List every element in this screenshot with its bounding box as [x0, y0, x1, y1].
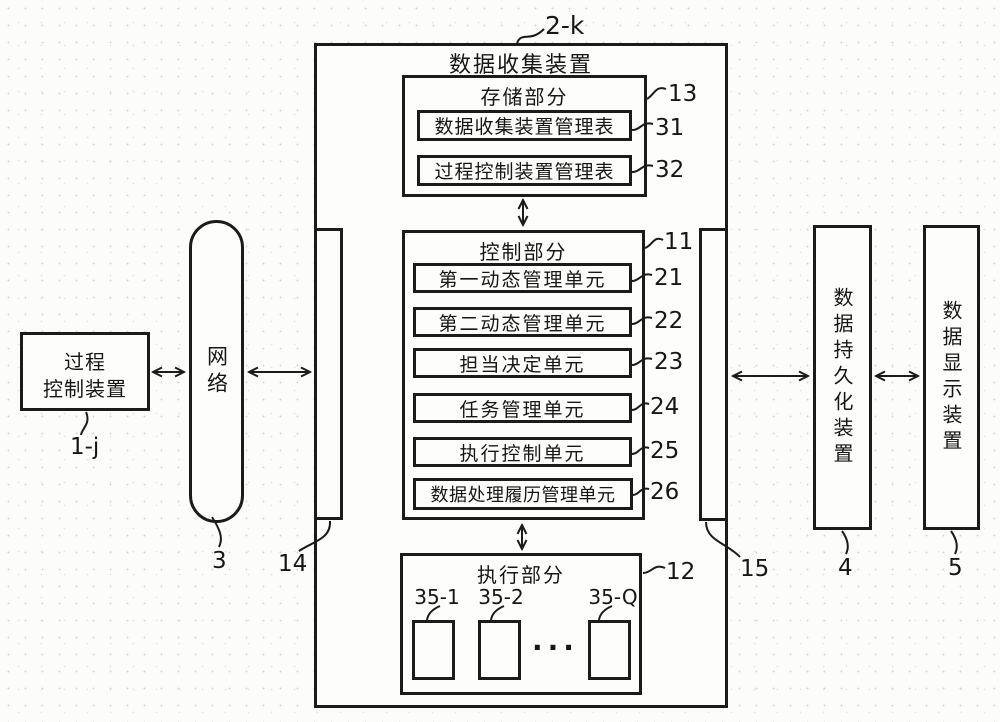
ref-label-31: 31 — [655, 115, 685, 141]
unit-box-collection-mgmt-table: 数据收集装置管理表 — [417, 110, 632, 141]
unit-box-22: 第二动态管理单元 — [413, 307, 632, 337]
ref-label-5: 5 — [948, 555, 963, 581]
unit-box-23: 担当决定单元 — [413, 348, 632, 378]
ref-label-2k: 2-k — [545, 11, 585, 40]
unit-label-26: 数据处理履历管理单元 — [430, 485, 616, 506]
ref-label-12: 12 — [666, 559, 696, 585]
unit-box-21: 第一动态管理单元 — [413, 263, 632, 293]
leader-1j — [80, 411, 89, 436]
data-collection-device-title: 数据收集装置 — [448, 53, 593, 78]
interface-bar-15 — [699, 228, 728, 521]
process-control-line1: 过程 — [64, 350, 106, 374]
unit-label-22: 第二动态管理单元 — [438, 312, 607, 335]
unit-box-26: 数据处理履历管理单元 — [413, 478, 633, 510]
leader-4 — [841, 530, 849, 555]
unit-label-21: 第一动态管理单元 — [438, 268, 607, 291]
unit-label-23: 担当决定单元 — [459, 353, 586, 376]
interface-bar-14 — [314, 228, 343, 520]
network-title: 网络 — [204, 344, 229, 399]
unit-box-process-ctrl-mgmt-table: 过程控制装置管理表 — [417, 155, 632, 186]
process-control-device-box: 过程 控制装置 — [20, 332, 150, 411]
unit-box-24: 任务管理单元 — [413, 393, 632, 423]
ref-label-23: 23 — [654, 349, 684, 375]
slot-ellipsis: ... — [532, 624, 579, 657]
unit-label-31: 数据收集装置管理表 — [434, 116, 615, 138]
ref-label-14: 14 — [278, 551, 308, 577]
ref-label-26: 26 — [650, 479, 680, 505]
data-display-device-box: 数据显示装置 — [923, 225, 980, 530]
ref-label-13: 13 — [668, 81, 698, 107]
leader-2k — [516, 28, 545, 44]
ref-label-4: 4 — [838, 555, 853, 581]
slot-label-35-2: 35-2 — [478, 585, 524, 609]
unit-label-25: 执行控制单元 — [459, 442, 586, 465]
unit-label-32: 过程控制装置管理表 — [434, 161, 615, 183]
ref-label-15: 15 — [740, 556, 770, 582]
process-control-line2: 控制装置 — [43, 377, 127, 401]
ref-label-21: 21 — [654, 265, 684, 291]
ref-label-11: 11 — [664, 229, 694, 255]
data-display-device-title: 数据显示装置 — [939, 299, 963, 456]
execution-part-title: 执行部分 — [477, 563, 565, 587]
slot-label-35-1: 35-1 — [414, 585, 460, 609]
ref-label-32: 32 — [655, 157, 685, 183]
control-part-title: 控制部分 — [479, 240, 568, 264]
storage-part-title: 存储部分 — [480, 85, 569, 109]
process-control-device-title: 过程 控制装置 — [23, 349, 147, 403]
unit-box-25: 执行控制单元 — [413, 437, 632, 467]
slot-label-35-Q: 35-Q — [588, 585, 638, 609]
execution-slot-box-1 — [412, 620, 455, 680]
ref-label-25: 25 — [650, 438, 680, 464]
execution-slot-box-q — [588, 620, 631, 680]
ref-label-24: 24 — [650, 394, 680, 420]
network-capsule: 网络 — [189, 220, 244, 523]
ref-label-3: 3 — [212, 548, 227, 574]
ref-label-1j: 1-j — [70, 434, 100, 460]
data-persistence-device-box: 数据持久化装置 — [813, 225, 872, 530]
data-persistence-device-title: 数据持久化装置 — [830, 286, 854, 469]
leader-5 — [950, 530, 958, 555]
ref-label-22: 22 — [654, 308, 684, 334]
unit-label-24: 任务管理单元 — [459, 398, 586, 421]
execution-slot-box-2 — [478, 620, 521, 680]
